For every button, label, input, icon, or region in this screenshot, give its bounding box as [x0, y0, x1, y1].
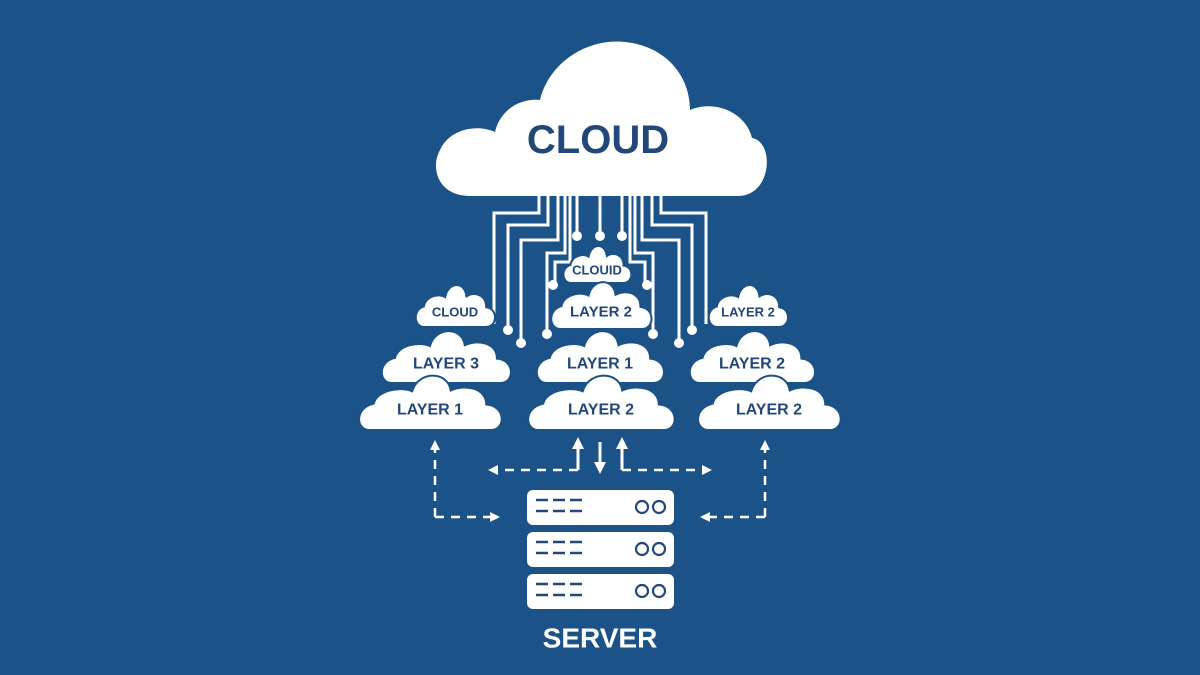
- circuit-node: [516, 338, 526, 348]
- server-unit: [527, 532, 674, 567]
- cloud-shape: [562, 244, 633, 284]
- circuit-lines: [492, 190, 708, 340]
- cloud-label: LAYER 2: [736, 402, 802, 419]
- circuit-nodes: [503, 231, 697, 348]
- cloud-label: LAYER 2: [570, 304, 632, 321]
- cloud-shape: [527, 374, 676, 431]
- cloud-label: LAYER 2: [721, 305, 775, 320]
- layer-cloud-left-top: CLOUD: [414, 284, 496, 328]
- circuit-node: [548, 280, 558, 290]
- circuit-node: [642, 280, 652, 290]
- circuit-line: [519, 190, 560, 340]
- cloud-label: LAYER 2: [568, 402, 634, 419]
- main-cloud-shape: [435, 41, 767, 196]
- layer-cloud-right-mid: LAYER 2: [688, 330, 816, 384]
- server-unit: [527, 490, 674, 525]
- layer-clouds: CLOUID CLOUD LAYER 2 LAYER 2 LAYER 3 LAYER 1 L…: [358, 244, 842, 431]
- cloud-shape: [535, 330, 665, 384]
- layer-cloud-center-bottom: LAYER 2: [527, 374, 676, 431]
- connection-arrows: [430, 437, 770, 522]
- status-lights-icon: [634, 583, 667, 599]
- layer-cloud-left-mid: LAYER 3: [380, 330, 512, 384]
- cloud-shape: [707, 284, 789, 328]
- circuit-node: [648, 329, 658, 339]
- cloud-shape: [688, 330, 816, 384]
- circuit-line: [545, 190, 567, 332]
- cloud-shape: [358, 374, 503, 431]
- main-cloud-label: CLOUD: [527, 118, 669, 162]
- cloud-label: CLOUID: [572, 263, 622, 278]
- layer-cloud-center-mid: LAYER 1: [535, 330, 665, 384]
- server-unit: [527, 574, 674, 609]
- cloud-shape: [414, 284, 496, 328]
- circuit-line: [633, 190, 655, 332]
- circuit-line: [640, 190, 681, 340]
- drive-slots-icon: [536, 498, 582, 513]
- server-stack: [527, 490, 674, 609]
- circuit-line: [492, 190, 541, 324]
- circuit-node: [542, 329, 552, 339]
- cloud-shape: [550, 281, 653, 330]
- circuit-node: [687, 325, 697, 335]
- circuit-node: [595, 231, 605, 241]
- status-lights-icon: [634, 541, 667, 557]
- circuit-line: [650, 190, 694, 328]
- layer-cloud-right-top: LAYER 2: [707, 284, 789, 328]
- circuit-line: [553, 190, 572, 285]
- layer-cloud-right-bottom: LAYER 2: [697, 374, 842, 431]
- cloud-label: LAYER 1: [567, 356, 633, 373]
- cloud-label: LAYER 3: [413, 356, 479, 373]
- status-lights-icon: [634, 499, 667, 515]
- circuit-node: [674, 338, 684, 348]
- circuit-node: [617, 231, 627, 241]
- cloud-label: CLOUD: [432, 305, 478, 320]
- cloud-label: LAYER 2: [719, 356, 785, 373]
- circuit-line: [506, 190, 550, 328]
- drive-slots-icon: [536, 582, 582, 597]
- drive-slots-icon: [536, 540, 582, 555]
- server-label: SERVER: [543, 623, 658, 654]
- cloud-shape: [697, 374, 842, 431]
- cloud-label: LAYER 1: [397, 402, 463, 419]
- cloud-shape: [380, 330, 512, 384]
- main-cloud: CLOUD: [435, 41, 767, 196]
- circuit-line: [659, 190, 708, 324]
- layer-cloud-left-bottom: LAYER 1: [358, 374, 503, 431]
- circuit-node: [503, 325, 513, 335]
- circuit-line: [628, 190, 647, 285]
- layer-cloud-center-upper: LAYER 2: [550, 281, 653, 330]
- layer-cloud-center-top: CLOUID: [562, 244, 633, 284]
- circuit-node: [572, 231, 582, 241]
